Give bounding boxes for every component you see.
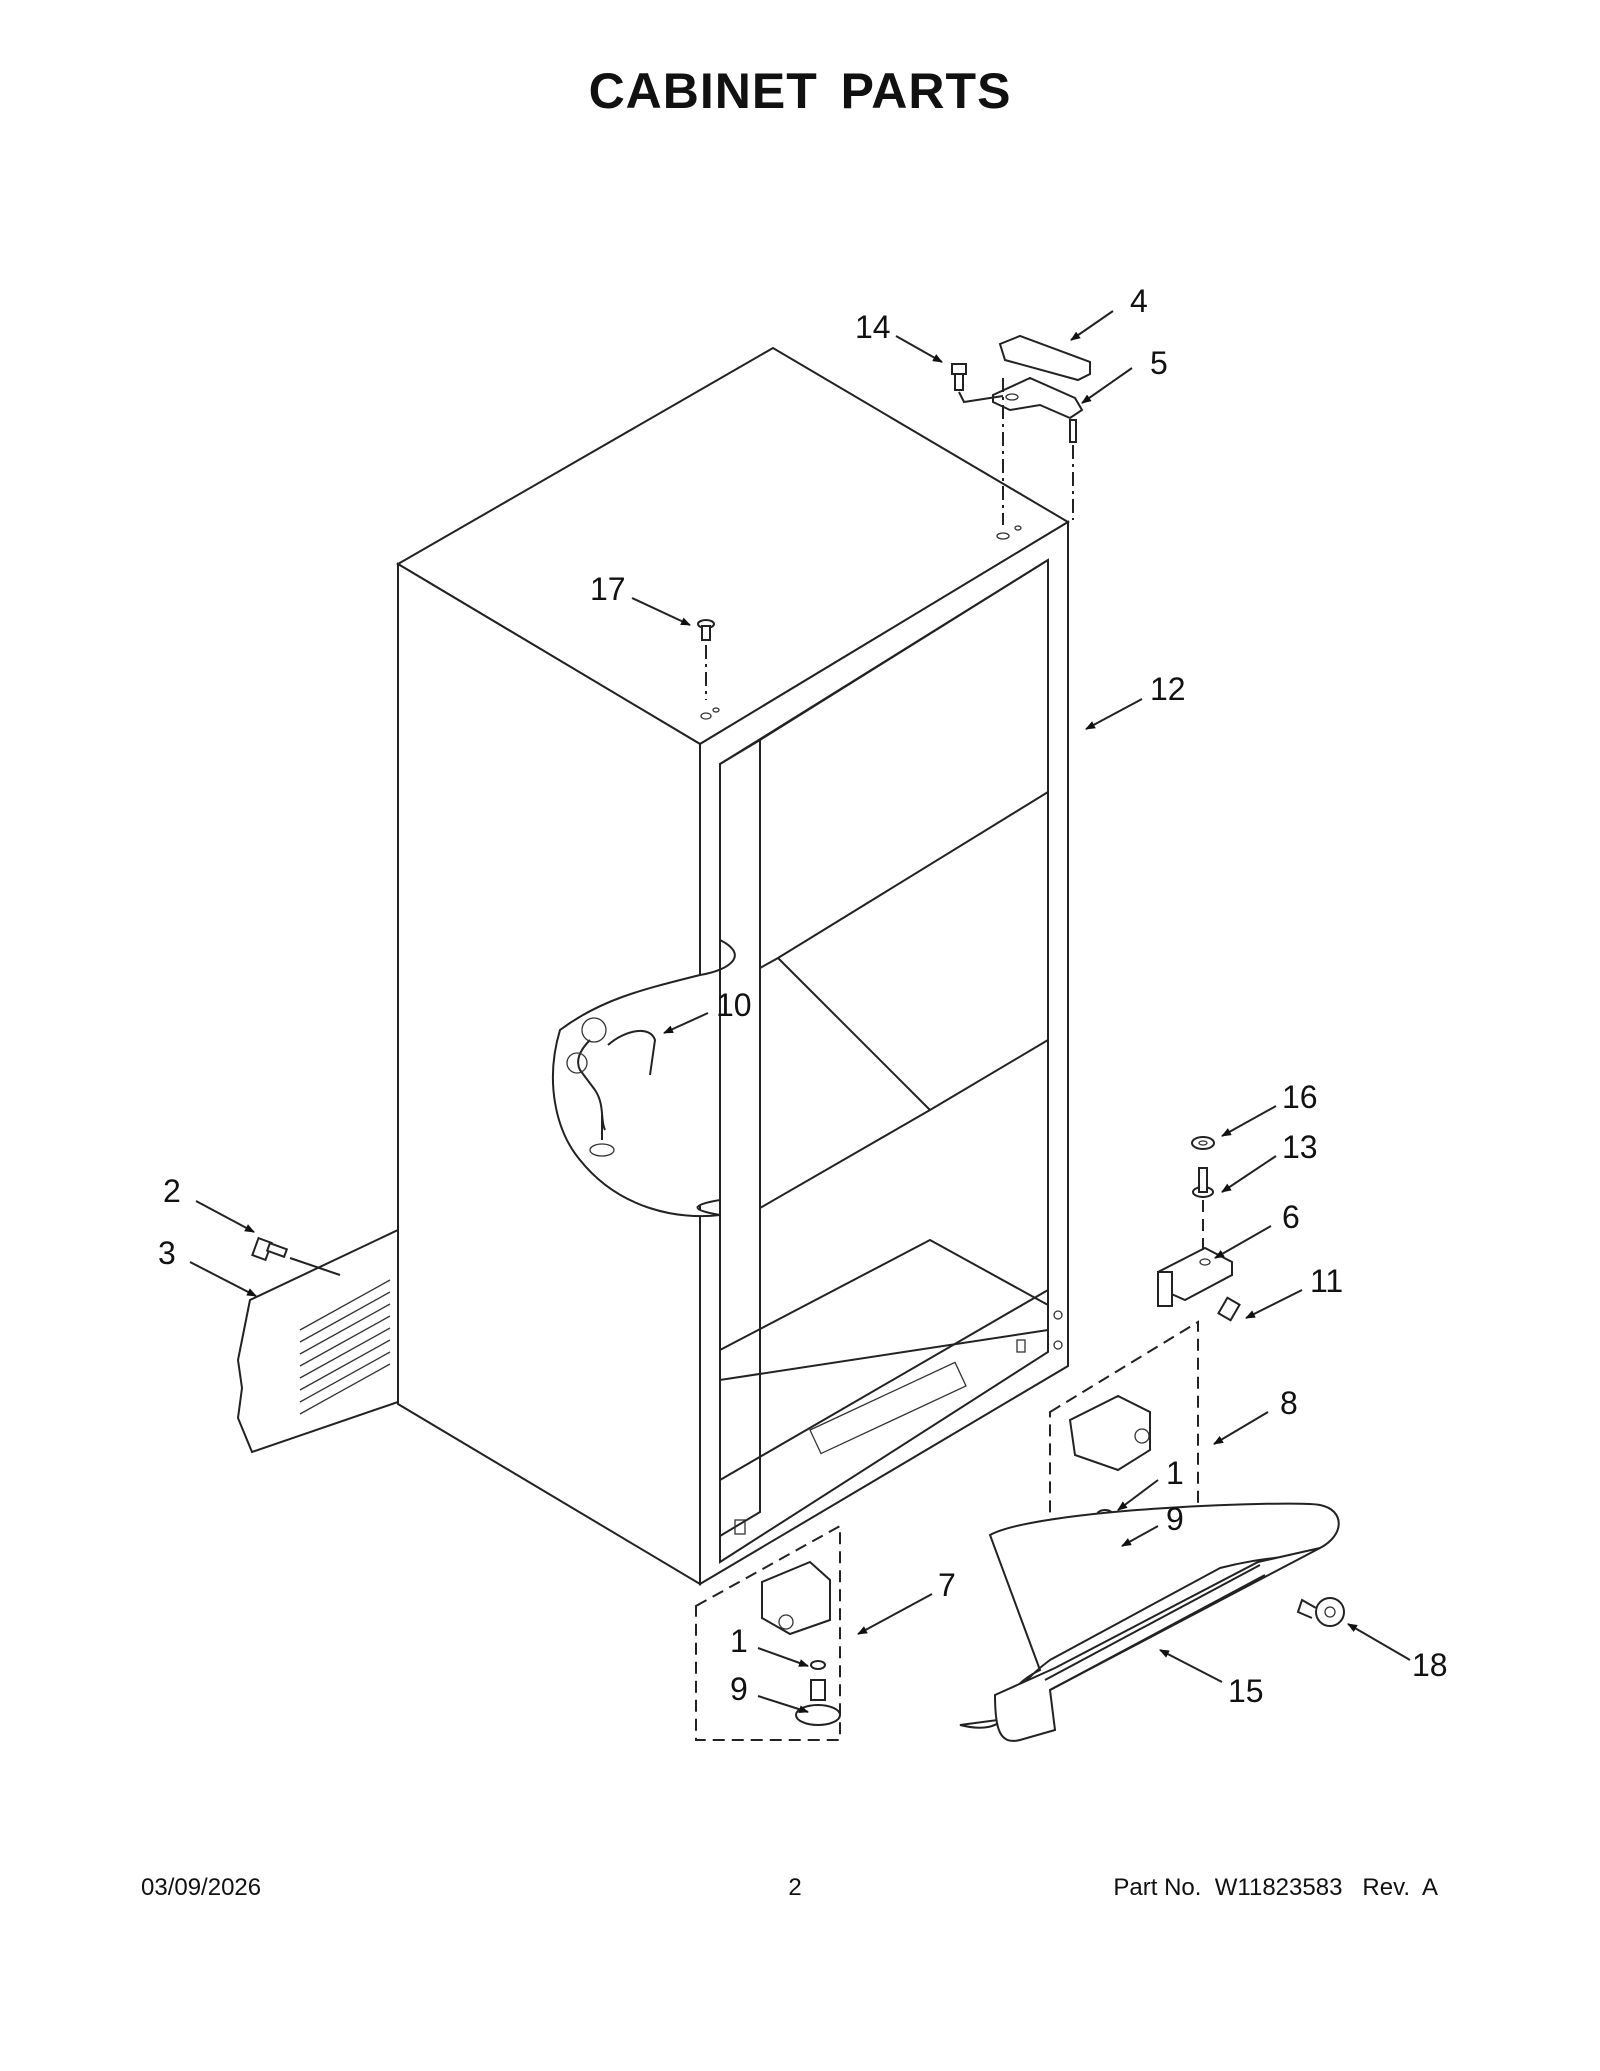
cabinet-body (396, 346, 1070, 1586)
callout-6: 6 (1282, 1199, 1300, 1235)
callout-18: 18 (1412, 1647, 1448, 1683)
leader-2 (195, 1200, 255, 1233)
leader-15 (1159, 1649, 1223, 1683)
leader-7 (857, 1593, 933, 1635)
leader-lines (189, 310, 1411, 1714)
drain-cutout (551, 938, 736, 1218)
toe-grille (959, 1502, 1345, 1742)
leader-6 (1214, 1225, 1272, 1259)
leader-5 (1081, 367, 1133, 404)
leader-1b (757, 1647, 809, 1667)
page-title: CABINET PARTS (588, 63, 1012, 119)
top-hinge-assembly (951, 334, 1091, 525)
leader-9a (1121, 1525, 1159, 1547)
leader-17 (631, 597, 691, 626)
footer-page-number: 2 (788, 1874, 802, 1901)
callout-5: 5 (1150, 345, 1168, 381)
leader-8 (1213, 1411, 1269, 1445)
callout-11: 11 (1310, 1263, 1343, 1299)
leader-16 (1221, 1105, 1277, 1137)
leader-10 (663, 1012, 709, 1034)
rear-panel (236, 1228, 399, 1454)
callout-9-left: 9 (730, 1671, 748, 1707)
callout-8: 8 (1280, 1385, 1298, 1421)
pin-17 (697, 619, 715, 700)
foot-assembly-7 (695, 1524, 841, 1741)
callout-12: 12 (1150, 671, 1186, 707)
leader-11 (1245, 1289, 1303, 1319)
callout-labels: 14 4 5 17 12 10 16 13 6 11 2 3 8 1 9 7 1… (158, 283, 1448, 1709)
leader-9b (757, 1695, 809, 1714)
leader-4 (1070, 310, 1114, 341)
right-hinge-assembly (1157, 1136, 1241, 1322)
callout-4: 4 (1130, 283, 1148, 319)
leader-3 (189, 1261, 257, 1297)
footer-date: 03/09/2026 (141, 1874, 262, 1901)
callout-17: 17 (590, 571, 626, 607)
callout-13: 13 (1282, 1129, 1318, 1165)
callout-14: 14 (855, 309, 891, 345)
leader-12 (1085, 698, 1143, 730)
callout-3: 3 (158, 1235, 176, 1271)
leader-18 (1347, 1623, 1411, 1661)
leader-1a (1117, 1479, 1159, 1511)
footer-part-number: Part No. W11823583 Rev. A (1113, 1874, 1438, 1901)
callout-9-right: 9 (1166, 1501, 1184, 1537)
callout-1-right: 1 (1166, 1455, 1184, 1491)
callout-7: 7 (938, 1567, 956, 1603)
callout-16: 16 (1282, 1079, 1318, 1115)
callout-1-left: 1 (730, 1623, 748, 1659)
leader-13 (1221, 1155, 1277, 1193)
callout-10: 10 (716, 987, 752, 1023)
leader-14 (895, 335, 943, 363)
callout-2: 2 (163, 1173, 181, 1209)
callout-15: 15 (1228, 1673, 1264, 1709)
